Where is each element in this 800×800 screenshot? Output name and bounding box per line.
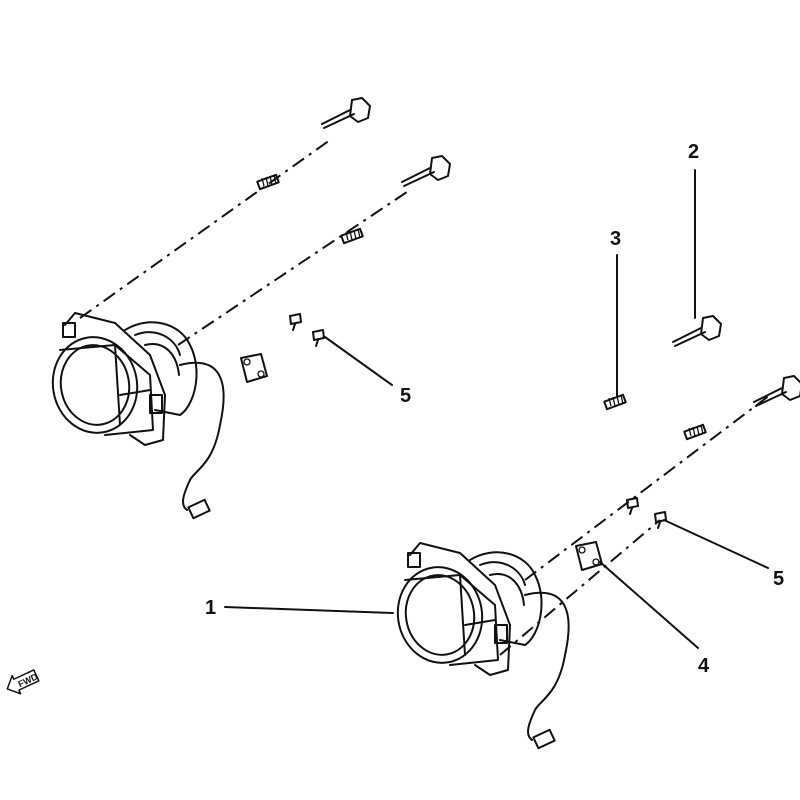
spring-upper-1 xyxy=(256,173,280,191)
callout-5-lower: 5 xyxy=(773,568,784,590)
callout-2: 2 xyxy=(688,141,699,163)
callout-line xyxy=(324,336,393,386)
leader-dashed xyxy=(524,394,771,581)
leader-dashed xyxy=(177,189,411,346)
bolt-upper-1 xyxy=(321,97,371,129)
bracket-upper xyxy=(240,353,268,383)
fwd-arrow-icon: FWD xyxy=(6,669,40,695)
headlight-left xyxy=(44,312,225,520)
callout-1: 1 xyxy=(205,597,216,619)
spring-lower xyxy=(683,423,707,441)
screw-upper-2 xyxy=(312,329,325,347)
callout-5-upper: 5 xyxy=(400,385,411,407)
bolt-2 xyxy=(672,315,722,347)
spring-3 xyxy=(603,393,627,411)
bracket-4 xyxy=(575,541,603,571)
leader-dashed xyxy=(79,139,331,319)
leader-dashed xyxy=(499,519,661,656)
spring-upper-2 xyxy=(340,227,364,245)
headlight-right xyxy=(389,542,570,750)
screw-lower-1 xyxy=(626,497,639,515)
callout-4: 4 xyxy=(698,655,710,677)
bolt-upper-2 xyxy=(401,155,451,187)
callout-3: 3 xyxy=(610,228,621,250)
screw-upper-1 xyxy=(289,313,302,331)
callout-line xyxy=(224,606,394,614)
callout-line xyxy=(599,561,699,649)
callout-line xyxy=(663,519,769,569)
